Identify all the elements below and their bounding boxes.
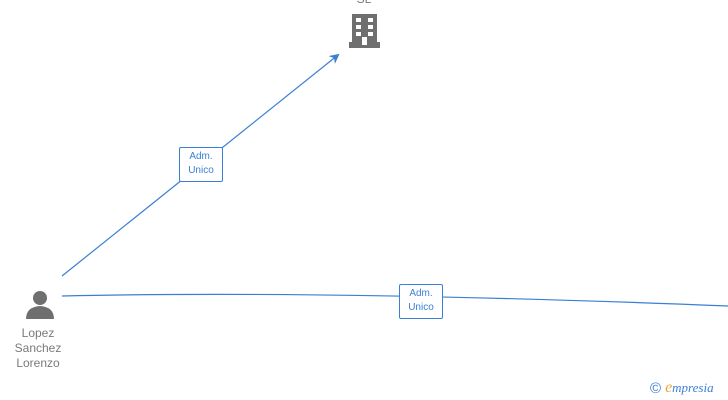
company-node-label[interactable]: SL	[334, 0, 394, 7]
building-icon[interactable]	[349, 14, 380, 48]
copyright-icon: ©	[650, 379, 662, 397]
edge-role-badge[interactable]: Adm. Unico	[399, 284, 443, 319]
brand-initial: e	[665, 379, 673, 396]
edge-role-badge[interactable]: Adm. Unico	[179, 147, 223, 182]
role-line-2: Unico	[408, 302, 434, 313]
empresia-watermark: © empresia	[650, 379, 714, 397]
brand-name-rest: mpresia	[672, 380, 714, 395]
person-icon[interactable]	[26, 291, 54, 319]
edge-person-to-offscreen	[61, 293, 728, 307]
role-line-1: Adm.	[189, 151, 213, 162]
role-line-1: Adm.	[409, 288, 433, 299]
brand-logo: empresia	[665, 379, 714, 397]
person-node-label[interactable]: Lopez Sanchez Lorenzo	[0, 326, 76, 371]
person-name-line-3: Lorenzo	[16, 356, 60, 370]
person-name-line-2: Sanchez	[14, 341, 62, 355]
person-name-line-1: Lopez	[21, 326, 55, 340]
role-line-2: Unico	[188, 165, 214, 176]
